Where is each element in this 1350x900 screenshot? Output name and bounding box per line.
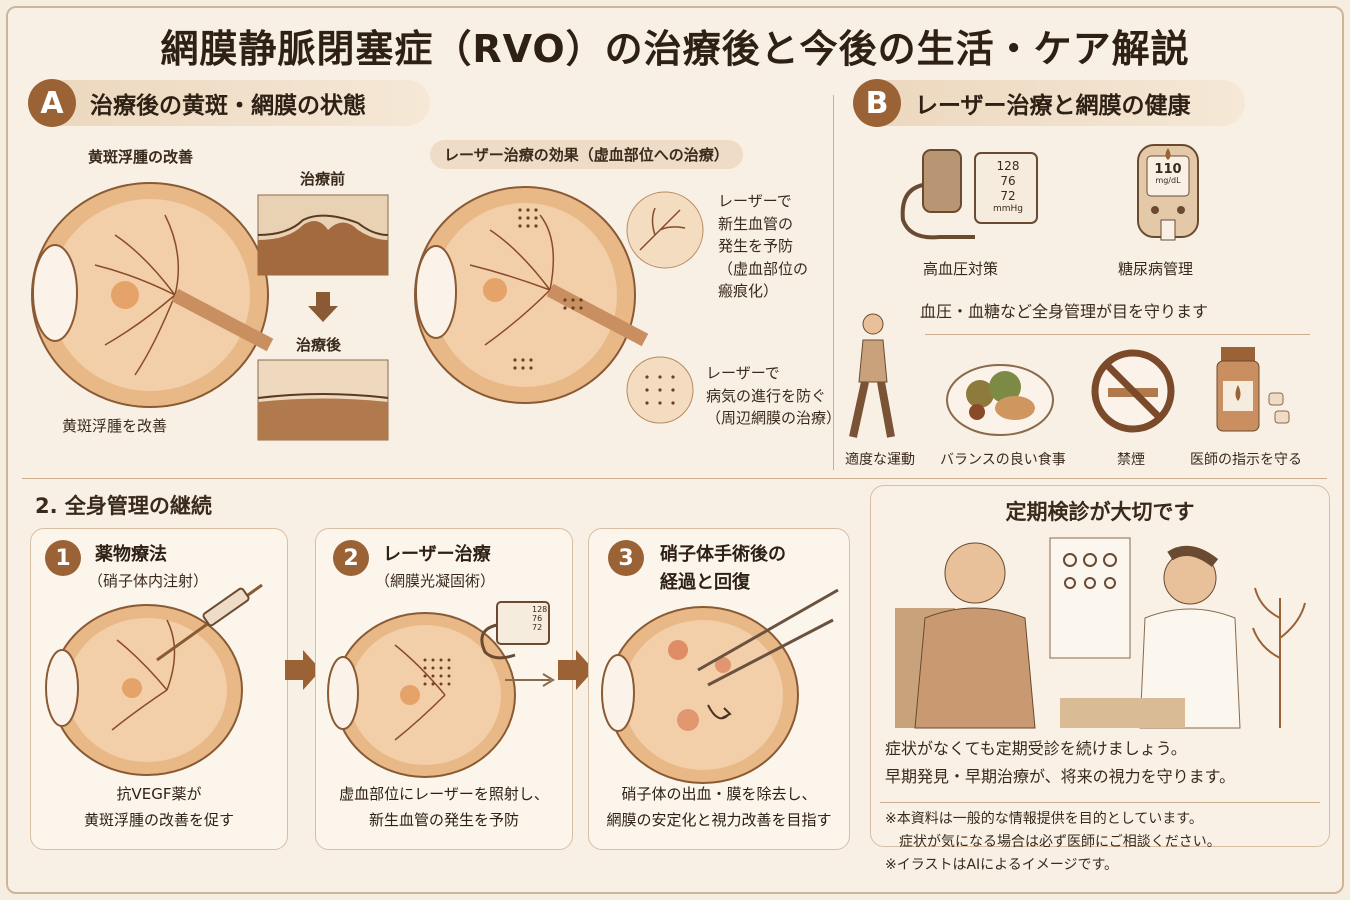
eye-illustration-2: [414, 186, 649, 404]
callout-2-line: 病気の進行を防ぐ: [706, 386, 827, 405]
mini-bp-readout: 128 76 72: [532, 605, 548, 632]
step-caption-line: 網膜の安定化と視力改善を目指す: [606, 810, 832, 829]
macular-edema-title: 黄斑浮腫の改善: [88, 148, 194, 166]
callout-1-line: （虚血部位の: [718, 259, 809, 278]
step-number-3: 3: [608, 540, 644, 576]
down-arrow-icon: [308, 292, 338, 322]
page-title: 網膜静脈閉塞症（RVO）の治療後と今後の生活・ケア解説: [160, 27, 1190, 71]
checkup-text-line: 症状がなくても定期受診を続けましょう。: [885, 739, 1187, 758]
step-title-3: 硝子体手術後の: [660, 544, 786, 565]
injection-eye-illustration: [45, 583, 263, 776]
bp-label: 高血圧対策: [923, 260, 999, 278]
laser-dots-zoom-icon: [626, 356, 694, 424]
vitrectomy-eye-illustration: [601, 588, 839, 784]
section-a-badge: A: [28, 79, 76, 127]
step-sub-3: 経過と回復: [660, 572, 750, 593]
callout-1-line: レーザーで: [718, 192, 792, 210]
neovascular-zoom-icon: [626, 191, 704, 269]
step-caption-3: 硝子体の出血・膜を除去し、 網膜の安定化と視力改善を目指す: [588, 782, 850, 833]
divider-vertical: [833, 95, 834, 470]
habit-diet: バランスの良い食事: [940, 452, 1066, 468]
checkup-heading: 定期検診が大切です: [1005, 500, 1195, 524]
before-label: 治療前: [300, 170, 346, 188]
section-a-heading: 治療後の黄斑・網膜の状態: [90, 93, 366, 119]
step-caption-line: 新生血管の発生を予防: [368, 810, 519, 829]
bp-unit: mmHg: [992, 204, 1023, 214]
mini-bp-diastolic: 76: [532, 613, 543, 623]
checkup-text-line: 早期発見・早期治療が、将来の視力を守ります。: [885, 767, 1236, 786]
glucose-label: 糖尿病管理: [1118, 260, 1194, 278]
bp-diastolic: 76: [1000, 174, 1016, 188]
step-title-1: 薬物療法: [95, 544, 167, 565]
section-b-header: B レーザー治療と網膜の健康: [853, 79, 1245, 127]
callout-2-line: レーザーで: [706, 364, 780, 382]
habit-no-smoking: 禁煙: [1117, 452, 1145, 468]
divider-horizontal-main: [22, 478, 1327, 479]
callout-1-line: 発生を予防: [718, 237, 794, 255]
healthy-meal-icon: [946, 364, 1054, 436]
section-2-heading: 2. 全身管理の継続: [35, 494, 212, 518]
disclaimer-notes: ※本資料は一般的な情報提供を目的としています。 症状が気になる場合は必ず医師にご…: [885, 808, 1221, 877]
bp-systolic: 128: [996, 159, 1020, 173]
divider-horizontal: [925, 334, 1310, 335]
note-line: 症状が気になる場合は必ず医師にご相談ください。: [885, 834, 1221, 851]
step-number-1: 1: [45, 540, 81, 576]
section-b-heading: レーザー治療と網膜の健康: [915, 93, 1191, 119]
habit-exercise: 適度な運動: [845, 452, 915, 468]
medicine-bottle-icon: [1216, 347, 1290, 432]
step-caption-line: 黄斑浮腫の改善を促す: [83, 810, 234, 829]
callout-2: レーザーで 病気の進行を防ぐ （周辺網膜の治療）: [706, 362, 841, 430]
after-oct-image: [257, 359, 389, 441]
laser-effect-title: レーザー治療の効果（虚血部位への治療）: [430, 140, 743, 169]
section-a-header: A 治療後の黄斑・網膜の状態: [28, 79, 430, 127]
callout-1-line: 新生血管の: [718, 214, 794, 233]
management-text: 血圧・血糖など全身管理が目を守ります: [920, 302, 1209, 321]
step-caption-line: 硝子体の出血・膜を除去し、: [621, 785, 817, 803]
doctor-patient-illustration: [895, 537, 1306, 729]
step-caption-line: 虚血部位にレーザーを照射し、: [339, 785, 549, 803]
eye-illustration-1: [31, 182, 274, 408]
bp-pulse: 72: [1000, 189, 1016, 203]
step-number-2: 2: [333, 540, 369, 576]
note-line: ※本資料は一般的な情報提供を目的としています。: [885, 811, 1203, 827]
checkup-text: 症状がなくても定期受診を続けましょう。 早期発見・早期治療が、将来の視力を守りま…: [885, 735, 1235, 791]
laser-eye-illustration: [327, 601, 555, 778]
callout-1-line: 瘢痕化）: [718, 282, 779, 300]
step-caption-2: 虚血部位にレーザーを照射し、 新生血管の発生を予防: [315, 782, 573, 833]
bp-readout: 128 76 72 mmHg: [988, 159, 1028, 215]
walking-person-icon: [849, 313, 895, 438]
glucose-unit: mg/dL: [1155, 176, 1181, 186]
step-caption-line: 抗VEGF薬が: [116, 785, 202, 803]
blood-pressure-monitor-icon: [900, 149, 1038, 240]
note-line: ※イラストはAIによるイメージです。: [885, 857, 1119, 874]
mini-bp-systolic: 128: [532, 605, 548, 614]
habit-follow-doctor: 医師の指示を守る: [1190, 452, 1302, 468]
before-oct-image: [257, 194, 389, 276]
after-label: 治療後: [296, 336, 342, 354]
step-caption-1: 抗VEGF薬が 黄斑浮腫の改善を促す: [30, 782, 288, 833]
arrow-right-icon: [285, 650, 321, 690]
glucose-meter-icon: [1137, 144, 1199, 241]
glucose-readout: 110 mg/dL: [1147, 162, 1189, 186]
callout-2-line: （周辺網膜の治療）: [706, 409, 842, 427]
section-b-badge: B: [853, 79, 901, 127]
arrow-right-icon: [558, 650, 594, 690]
callout-1: レーザーで 新生血管の 発生を予防 （虚血部位の 瘢痕化）: [718, 190, 808, 303]
step-sub-2: （網膜光凝固術）: [375, 572, 496, 590]
glucose-value: 110: [1154, 162, 1182, 177]
mini-bp-pulse: 72: [532, 622, 543, 632]
divider-checkup: [880, 802, 1320, 803]
left-caption: 黄斑浮腫を改善: [62, 417, 168, 435]
step-title-2: レーザー治療: [383, 544, 491, 565]
step-sub-1: （硝子体内注射）: [88, 572, 209, 590]
no-smoking-icon: [1091, 349, 1175, 433]
